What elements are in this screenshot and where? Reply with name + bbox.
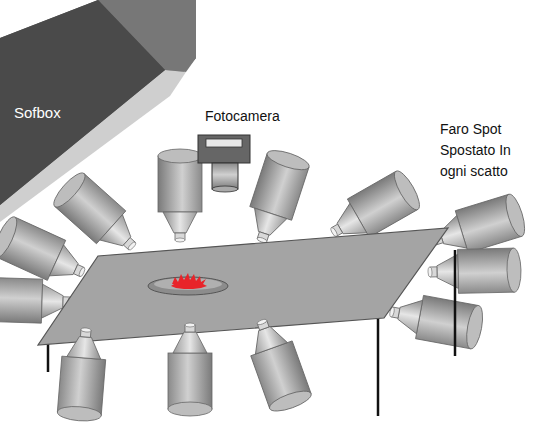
plate-with-food [148,273,228,295]
spot-light [241,313,314,415]
softbox-label: Sofbox [14,104,61,121]
camera [198,135,250,192]
spot-light [428,248,522,294]
spot-light [386,290,485,350]
camera-label: Fotocamera [205,106,280,127]
softbox: Sofbox [0,0,196,222]
table [38,228,455,416]
spot-light-note: Faro Spot Spostato In ogni scatto [440,119,536,182]
spot-light [240,147,311,249]
spot-light [168,323,212,416]
spot-light [158,149,202,242]
spot-lights-front [57,313,314,423]
spot-light [57,326,108,422]
